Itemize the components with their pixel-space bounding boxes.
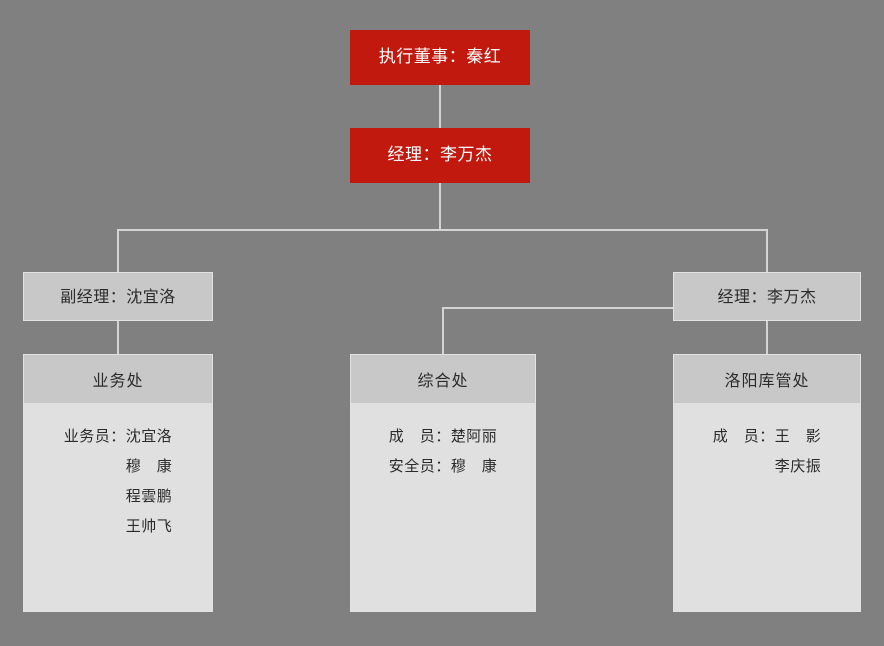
department-card-3[interactable]: 洛阳库管处 成 员：王 影 李庆振 bbox=[673, 354, 861, 612]
member-row: 穆 康 bbox=[63, 457, 173, 475]
node-general-manager-label: 经理：李万杰 bbox=[387, 145, 493, 166]
member-row: 成 员：楚阿丽 bbox=[388, 427, 498, 445]
connector-manager-role-to-dept-3 bbox=[766, 320, 768, 354]
node-manager-role-label: 经理：李万杰 bbox=[717, 286, 817, 306]
node-executive-director-label: 执行董事：秦红 bbox=[378, 47, 502, 68]
member-row: 李庆振 bbox=[712, 457, 822, 475]
connector-bus-to-deputy-manager bbox=[117, 229, 119, 273]
department-1-members: 业务员：沈宜洛 穆 康 程雲鹏 王帅飞 bbox=[24, 403, 212, 611]
connector-manager-to-bus bbox=[439, 183, 441, 230]
member-row: 成 员：王 影 bbox=[712, 427, 822, 445]
member-row: 安全员：穆 康 bbox=[388, 457, 498, 475]
department-3-members: 成 员：王 影 李庆振 bbox=[674, 403, 860, 611]
member-row: 业务员：沈宜洛 bbox=[63, 427, 173, 445]
member-row: 程雲鹏 bbox=[63, 487, 173, 505]
department-3-title: 洛阳库管处 bbox=[724, 371, 810, 390]
node-general-manager[interactable]: 经理：李万杰 bbox=[350, 128, 530, 183]
department-card-1[interactable]: 业务处 业务员：沈宜洛 穆 康 程雲鹏 王帅飞 bbox=[23, 354, 213, 612]
member-row: 王帅飞 bbox=[63, 517, 173, 535]
connector-executive-to-manager bbox=[439, 85, 441, 128]
node-deputy-manager[interactable]: 副经理：沈宜洛 bbox=[23, 272, 213, 321]
connector-horizontal-bus bbox=[117, 229, 768, 231]
node-executive-director[interactable]: 执行董事：秦红 bbox=[350, 30, 530, 85]
department-1-title-bar: 业务处 bbox=[24, 355, 212, 403]
node-manager-role[interactable]: 经理：李万杰 bbox=[673, 272, 861, 321]
node-deputy-manager-label: 副经理：沈宜洛 bbox=[60, 286, 176, 306]
department-card-2[interactable]: 综合处 成 员：楚阿丽 安全员：穆 康 bbox=[350, 354, 536, 612]
department-2-title-bar: 综合处 bbox=[351, 355, 535, 403]
connector-manager-role-elbow-horizontal bbox=[442, 307, 675, 309]
department-3-title-bar: 洛阳库管处 bbox=[674, 355, 860, 403]
connector-manager-role-elbow-vertical bbox=[442, 307, 444, 354]
connector-deputy-manager-to-dept-1 bbox=[117, 320, 119, 354]
department-1-title: 业务处 bbox=[92, 371, 144, 390]
connector-bus-to-manager-role bbox=[766, 229, 768, 273]
department-2-title: 综合处 bbox=[417, 371, 469, 390]
department-2-members: 成 员：楚阿丽 安全员：穆 康 bbox=[351, 403, 535, 611]
